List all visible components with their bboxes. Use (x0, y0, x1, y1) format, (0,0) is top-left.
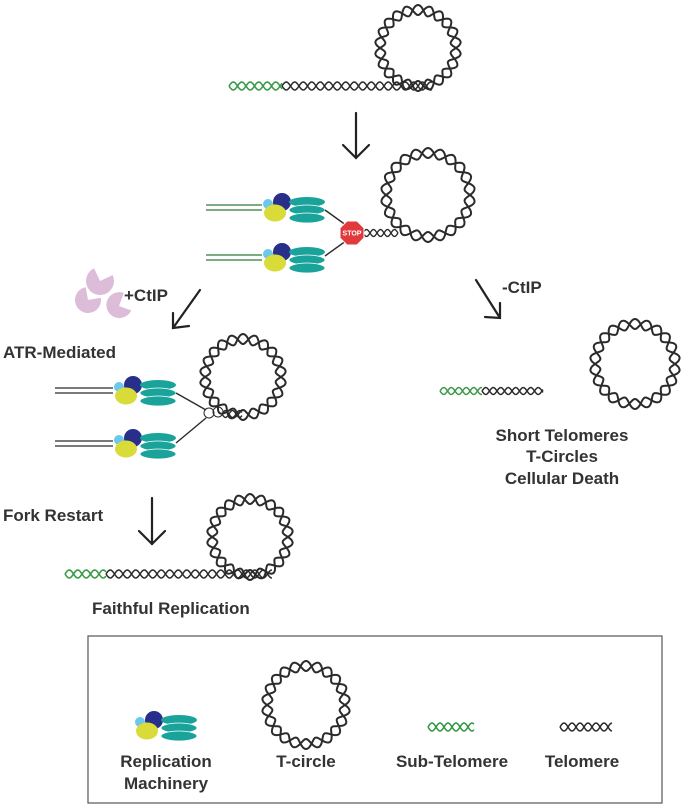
legend-replication-label-2: Machinery (124, 774, 209, 793)
fork-restart-label: Fork Restart (3, 506, 103, 525)
replication-machinery-icon (263, 243, 326, 274)
stop-sign-text: STOP (343, 231, 362, 238)
resected-bubble (203, 406, 224, 419)
legend-sub-telomere-label: Sub-Telomere (396, 752, 508, 771)
faithful-t-circle (206, 492, 294, 582)
stalled-t-circle (380, 146, 476, 244)
atr-t-circle (199, 332, 287, 422)
outcome-t-circles: T-Circles (526, 447, 598, 466)
replication-machinery-icon (114, 376, 177, 407)
initial-subtelomere (228, 81, 283, 91)
arrow-fork-restart (137, 496, 167, 546)
legend-sub-telomere-icon (427, 722, 475, 732)
outcome-short-telomeres: Short Telomeres (496, 426, 629, 445)
plus-ctip-label: +CtIP (124, 286, 168, 305)
legend-item-replication-machinery: Replication Machinery (120, 711, 212, 793)
faithful-subtelomere (64, 569, 107, 579)
legend-item-sub-telomere: Sub-Telomere (396, 752, 508, 771)
legend-telomere-icon (559, 722, 613, 732)
short-subtelomere (439, 386, 483, 396)
legend-item-t-circle: T-circle (276, 752, 336, 771)
stop-sign-icon: STOP (339, 220, 365, 246)
legend-t-circle-icon (261, 659, 351, 751)
short-telomere (481, 386, 544, 396)
replication-machinery-icon (135, 711, 198, 742)
legend-replication-label-1: Replication (120, 752, 212, 771)
replication-fork-bottom (206, 237, 351, 274)
outcome-t-circle (589, 317, 681, 411)
legend-item-telomere: Telomere (545, 752, 619, 771)
replication-fork-top (206, 193, 351, 229)
legend-t-circle-label: T-circle (276, 752, 336, 771)
minus-ctip-label: -CtIP (502, 278, 542, 297)
atr-fork-top (55, 376, 207, 411)
stalled-telomere (362, 228, 399, 238)
outcome-cellular-death: Cellular Death (505, 469, 619, 488)
replication-machinery-icon (263, 193, 326, 224)
ctip-protein-icon (75, 268, 132, 319)
legend-telomere-label: Telomere (545, 752, 619, 771)
helix-layer (64, 3, 681, 751)
arrow-plus-ctip (171, 288, 202, 330)
faithful-telomere (105, 569, 273, 579)
arrow-minus-ctip (474, 278, 502, 320)
replication-machinery-icon (114, 429, 177, 460)
faithful-replication-label: Faithful Replication (92, 599, 250, 618)
initial-t-circle (374, 3, 462, 93)
arrow-step1 (341, 111, 371, 160)
atr-fork-bottom (55, 417, 207, 460)
atr-mediated-label: ATR-Mediated (3, 343, 116, 362)
legend-box: Replication Machinery T-circle Sub-Telom… (87, 635, 663, 804)
